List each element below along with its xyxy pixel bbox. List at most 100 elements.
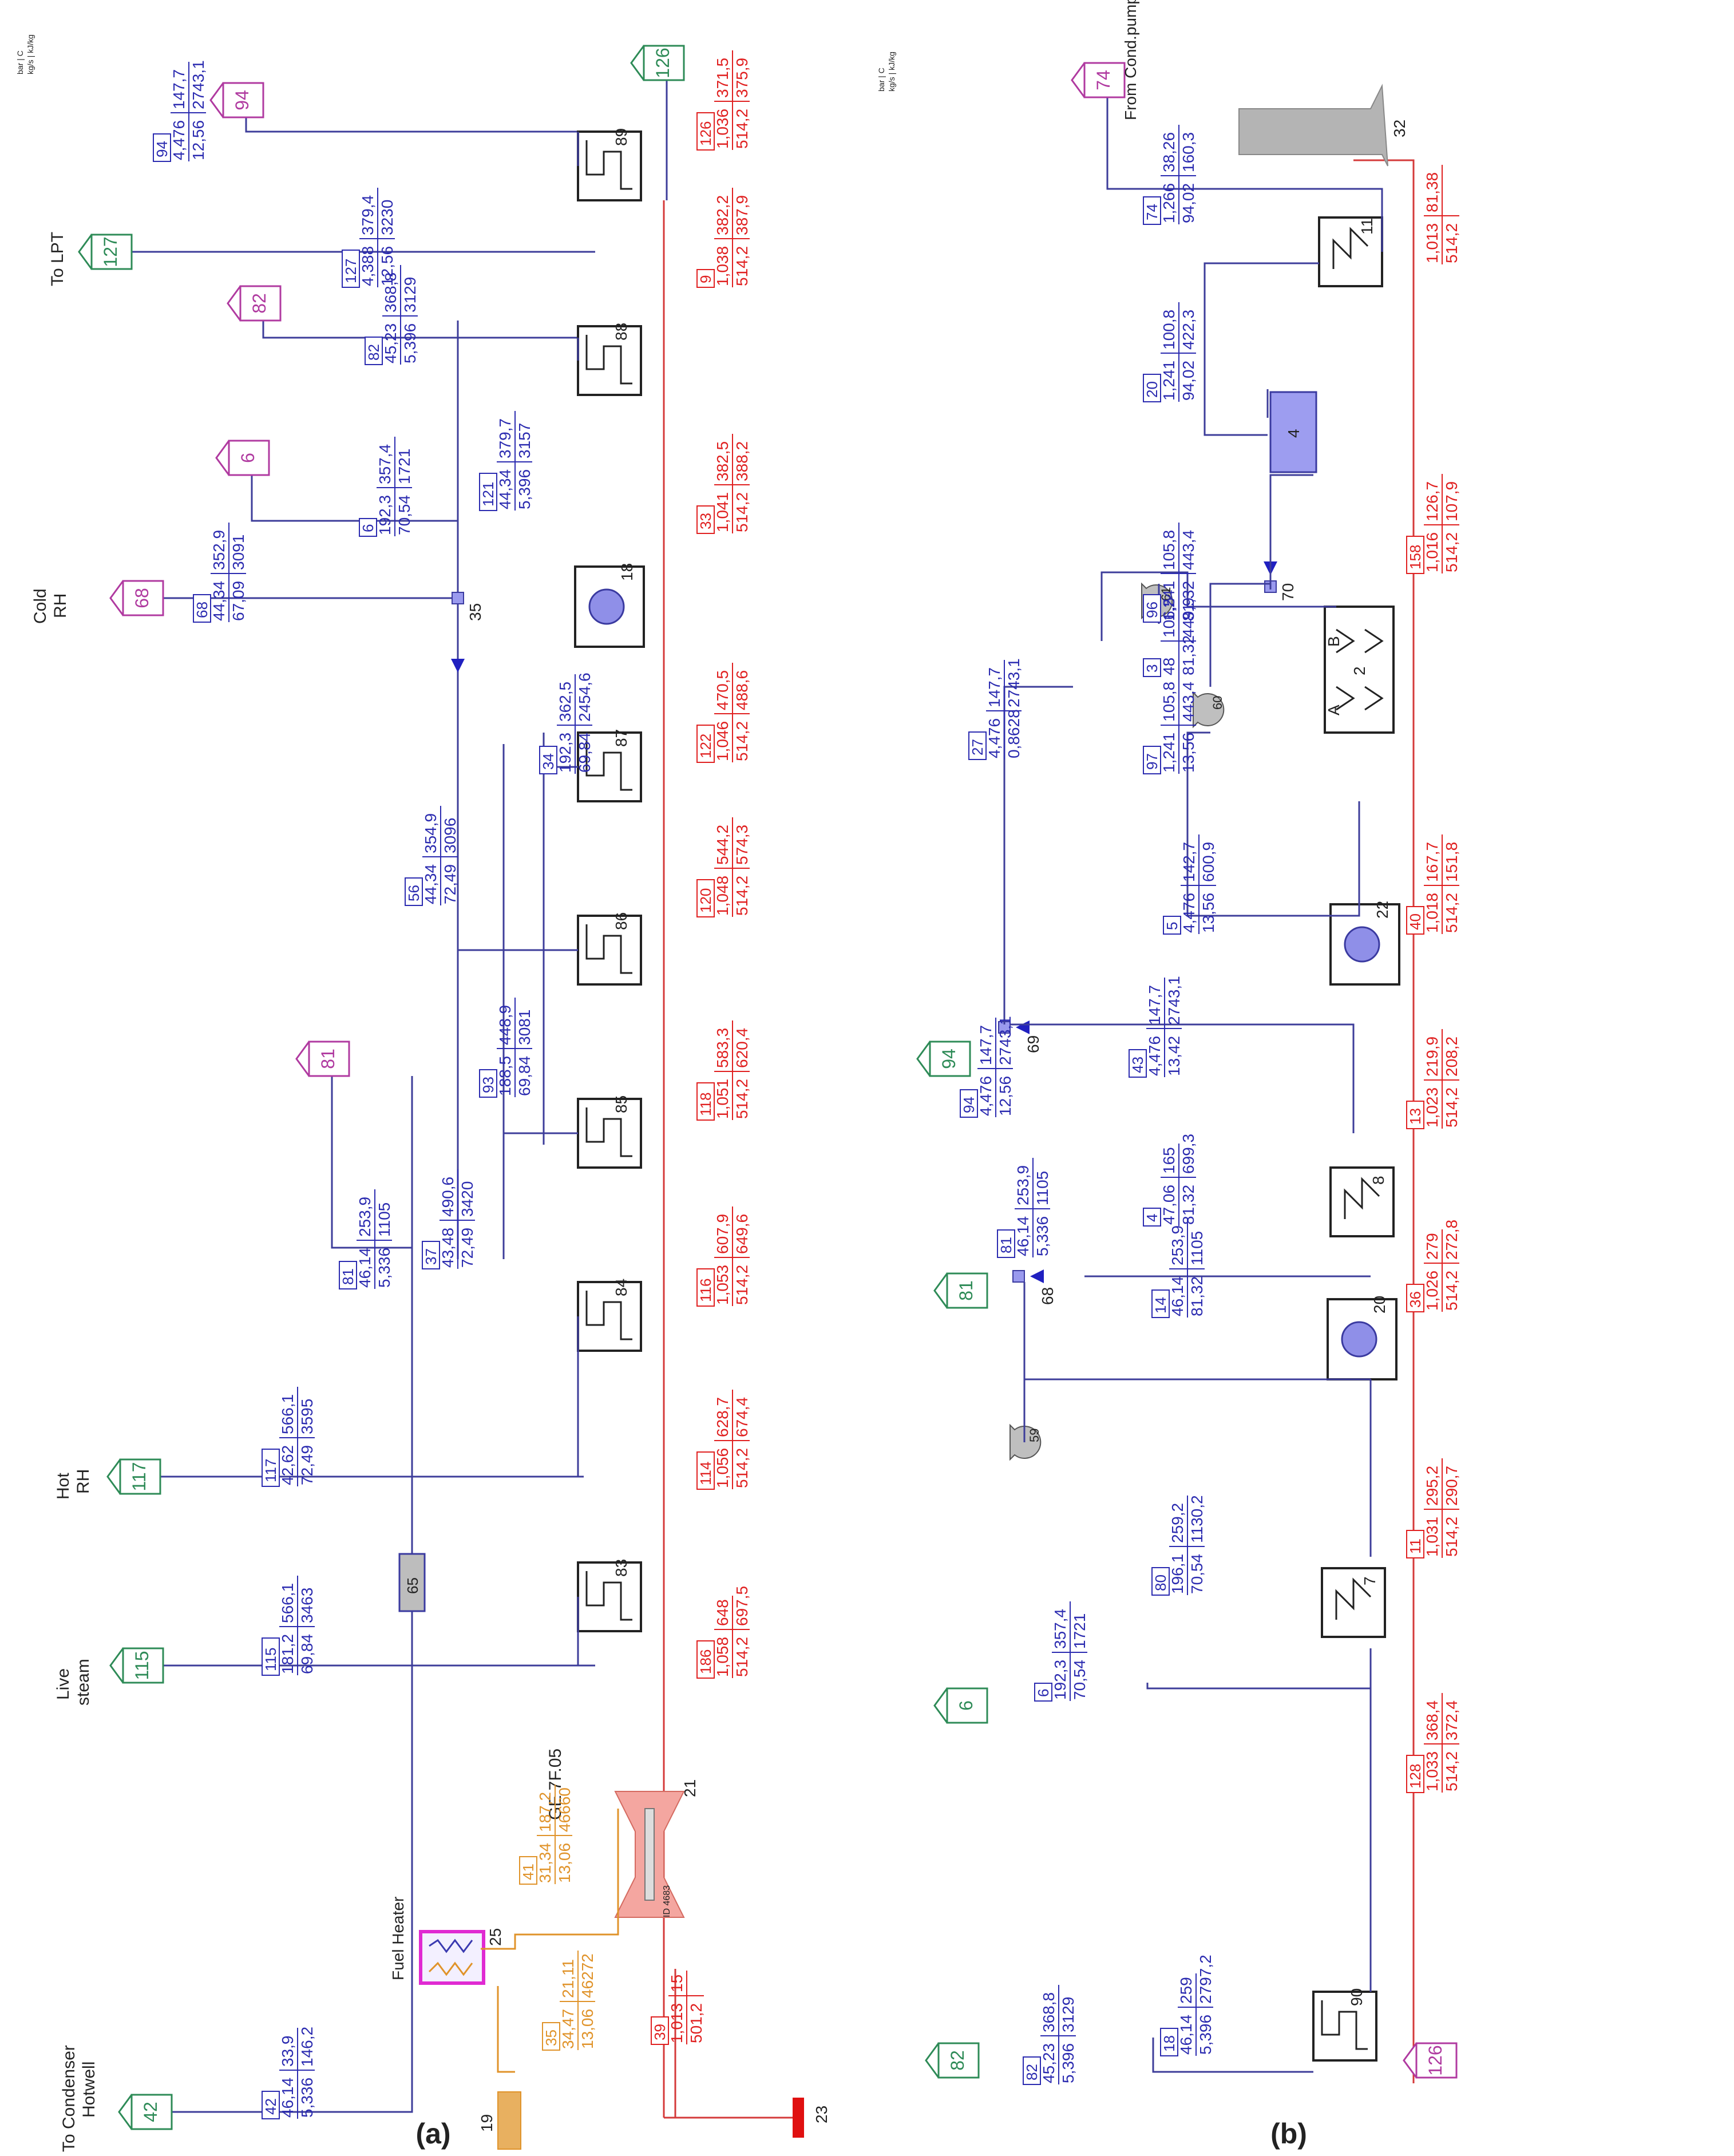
stream-temperature: 362,5 (556, 682, 574, 722)
flow-line (262, 303, 584, 339)
connector-68: 68 (109, 580, 164, 616)
stream-enthalpy: 1105 (375, 1202, 393, 1237)
stream-massflow: 72,49 (298, 1445, 316, 1485)
live-steam-label: steam (74, 1659, 93, 1706)
component-number: 35 (466, 603, 484, 621)
mixer-68: 68 (1012, 1270, 1056, 1305)
flow-line (1146, 1683, 1371, 1690)
component-number: 85 (612, 1095, 630, 1113)
heat-exchanger-84: 84 (577, 1279, 642, 1352)
stream-enthalpy: 699,3 (1179, 1134, 1197, 1174)
component-number: 65 (404, 1577, 421, 1594)
stream-temperature: 379,4 (359, 195, 377, 235)
connector-126: 126 (1403, 2042, 1458, 2079)
stream-number-box (479, 473, 497, 511)
stream-massflow: 514,2 (733, 876, 751, 916)
stream-temperature: 295,2 (1423, 1466, 1441, 1506)
connector-tag-shape (78, 234, 133, 270)
stream-temperature: 142,7 (1180, 842, 1198, 882)
stream-temperature: 147,7 (1146, 985, 1163, 1025)
stream-enthalpy: 697,5 (733, 1586, 751, 1626)
connector-tag-shape (215, 440, 270, 476)
stream-enthalpy: 46272 (579, 1953, 596, 1998)
stream-pressure: 4,476 (1146, 1036, 1163, 1076)
stream-massflow: 81,32 (1179, 1185, 1197, 1225)
stream-enthalpy: 3157 (516, 423, 533, 458)
stream-temperature: 279 (1423, 1233, 1441, 1260)
connector-tag-shape (933, 1272, 988, 1309)
heat-exchanger-7: 7 (1321, 1567, 1386, 1638)
heat-exchanger-83: 83 (577, 1559, 642, 1632)
stream-temperature: 368,4 (1423, 1700, 1441, 1740)
stream-number: 36 (1407, 1291, 1424, 1308)
stream-massflow: 514,2 (1443, 532, 1460, 572)
stream-number-box (1143, 594, 1161, 623)
stream-number-box (1151, 1567, 1170, 1596)
stream-pressure: 196,1 (1169, 1554, 1186, 1594)
stream-number-box (1143, 746, 1161, 774)
stream-massflow: 81,32 (1179, 635, 1197, 675)
stream-pressure: 44,34 (422, 864, 440, 904)
stream-number: 116 (697, 1279, 714, 1302)
stream-massflow: 514,2 (733, 492, 751, 532)
to-condenser-label: To Condenser (60, 2045, 78, 2152)
connector-label: 42 (140, 2102, 161, 2122)
flow-line (251, 458, 458, 522)
stream-number-box (405, 877, 423, 906)
stream-number: 13 (1407, 1108, 1424, 1125)
stream-temperature: 368,8 (382, 272, 399, 312)
connector-tag-shape (106, 1458, 161, 1495)
stream-temperature: 648 (714, 1599, 731, 1626)
stream-enthalpy: 1721 (1071, 1613, 1088, 1649)
component-number: 8 (1369, 1176, 1387, 1185)
stream-enthalpy: 2743,1 (1005, 658, 1023, 707)
cold-rh-label: RH (51, 594, 70, 618)
stream-temperature: 448,9 (496, 1005, 514, 1045)
stream-pressure: 34,47 (559, 2009, 577, 2049)
stream-massflow: 5,396 (516, 469, 533, 509)
stream-massflow: 69,84 (298, 1634, 316, 1674)
hx-tube-icon (585, 1571, 632, 1621)
flow-line (1100, 571, 1336, 641)
stream-number: 74 (1143, 204, 1161, 220)
flow-line (1353, 159, 1415, 2083)
stream-temperature: 219,9 (1423, 1037, 1441, 1077)
stream-number-box (1151, 1289, 1170, 1318)
stream-temperature: 382,2 (714, 195, 731, 235)
stream-temperature: 21,11 (559, 1959, 577, 1998)
connector-label: 6 (237, 453, 258, 463)
stream-enthalpy: 46660 (556, 1787, 573, 1832)
heat-exchanger-88: 88 (577, 323, 642, 396)
drum-22: 22 (1329, 901, 1400, 986)
stream-number-box (696, 1268, 715, 1307)
stream-massflow: 514,2 (1443, 1751, 1460, 1791)
stream-pressure: 4,476 (977, 1076, 995, 1116)
stream-pressure: 1,048 (714, 876, 731, 916)
component-number: 22 (1373, 901, 1391, 919)
stream-number: 56 (405, 885, 422, 901)
stream-number-box (696, 1451, 715, 1490)
stream-number-box (193, 594, 211, 623)
stream-number: 68 (193, 602, 211, 618)
heat-exchanger-85: 85 (577, 1095, 642, 1169)
pump-icon (1009, 1423, 1042, 1461)
stream-massflow: 514,2 (733, 721, 751, 761)
stream-number: 9 (697, 275, 714, 283)
stream-massflow: 81,32 (1179, 581, 1197, 621)
stream-massflow: 70,54 (1188, 1554, 1206, 1594)
flow-arrow-icon (451, 659, 465, 672)
stream-massflow: 12,56 (378, 246, 396, 286)
stream-temperature: 628,7 (714, 1397, 731, 1437)
stream-enthalpy: 449,9 (1179, 598, 1197, 638)
stream-number-box (1406, 1284, 1424, 1312)
